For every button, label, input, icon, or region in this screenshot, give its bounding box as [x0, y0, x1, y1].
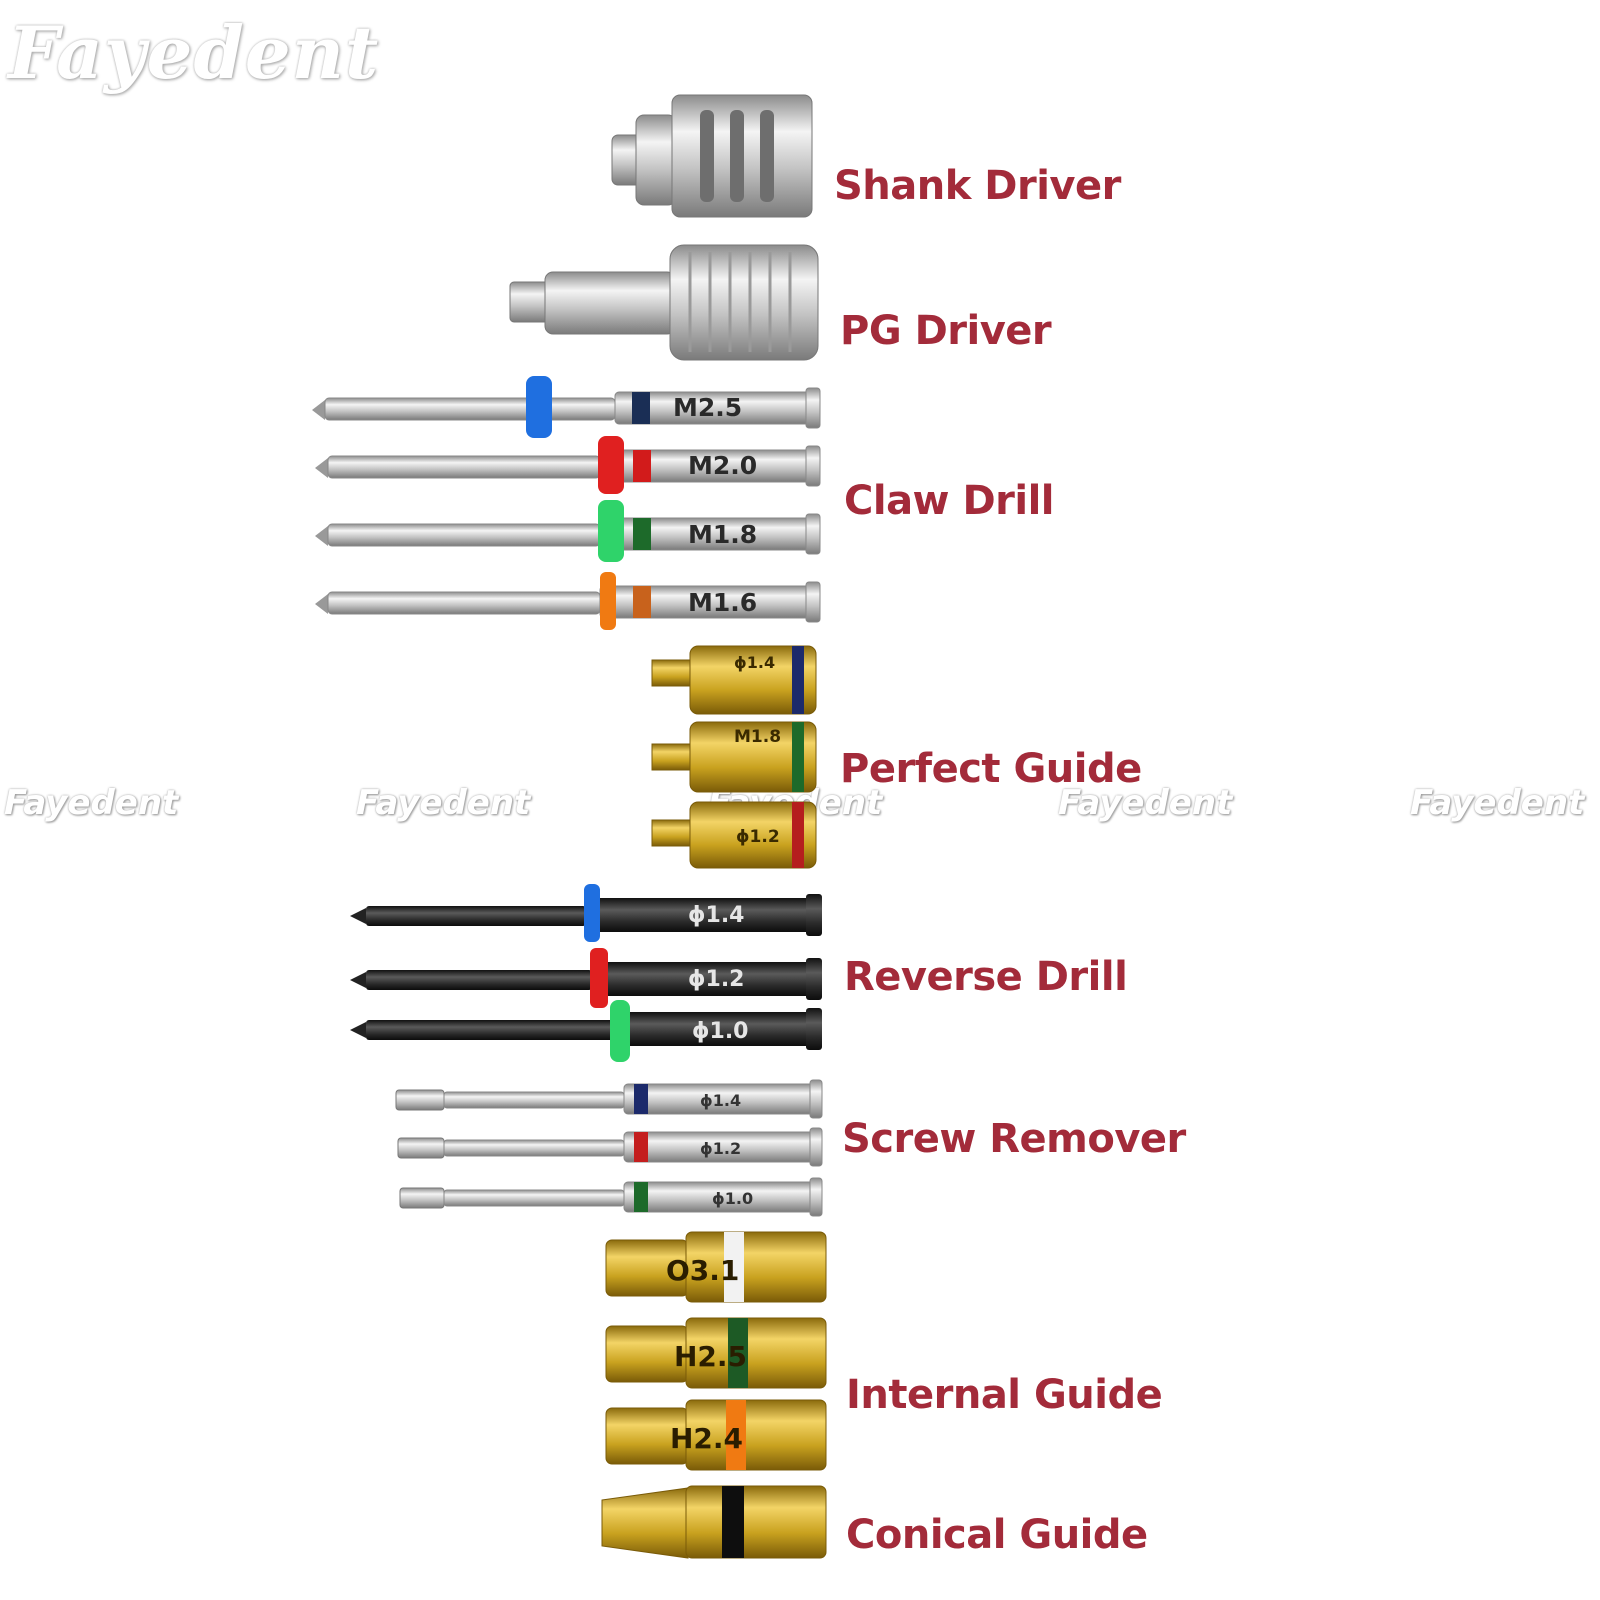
perfect-guide-mark-1: ϕ1.4 — [734, 653, 775, 672]
label-shank-driver: Shank Driver — [834, 163, 1121, 209]
label-screw-remover: Screw Remover — [842, 1116, 1186, 1162]
pg-driver — [509, 244, 819, 361]
screw-remover-1: ϕ1.4 — [395, 1079, 823, 1119]
claw-drill-size-1: M2.5 — [673, 393, 742, 422]
screw-remover-3: ϕ1.0 — [399, 1177, 823, 1217]
reverse-drill-1: ϕ1.4 — [350, 884, 822, 942]
perfect-guide-3: ϕ1.2 — [651, 801, 817, 869]
watermark-2: Fayedent — [356, 783, 531, 823]
label-reverse-drill: Reverse Drill — [844, 954, 1128, 1000]
claw-drill-size-2: M2.0 — [688, 451, 757, 480]
internal-guide-mark-3: H2.4 — [670, 1422, 743, 1455]
internal-guide-mark-1: O3.1 — [666, 1254, 739, 1287]
reverse-drill-size-3: ϕ1.0 — [692, 1019, 749, 1044]
perfect-guide-mark-3: ϕ1.2 — [736, 827, 780, 847]
claw-drill-size-4: M1.6 — [688, 588, 757, 617]
screw-remover-size-1: ϕ1.4 — [700, 1091, 741, 1110]
watermark-5: Fayedent — [1410, 783, 1585, 823]
shank-driver — [611, 94, 813, 218]
claw-drill-size-3: M1.8 — [688, 520, 757, 549]
conical-guide — [601, 1485, 827, 1559]
claw-drill-1: M2.5 — [312, 376, 821, 438]
screw-remover-size-3: ϕ1.0 — [712, 1189, 753, 1208]
perfect-guide-2: M1.8 — [651, 721, 817, 793]
perfect-guide-1: ϕ1.4 — [651, 645, 817, 715]
internal-guide-2: H2.5 — [605, 1317, 827, 1389]
internal-guide-3: H2.4 — [605, 1399, 827, 1471]
internal-guide-mark-2: H2.5 — [674, 1340, 747, 1373]
screw-remover-2: ϕ1.2 — [397, 1127, 823, 1167]
label-perfect-guide: Perfect Guide — [840, 746, 1142, 792]
label-internal-guide: Internal Guide — [846, 1372, 1163, 1418]
brand-watermark: Fayedent — [8, 10, 380, 95]
internal-guide-1: O3.1 — [605, 1231, 827, 1303]
claw-drill-3: M1.8 — [315, 500, 821, 562]
screw-remover-size-2: ϕ1.2 — [700, 1139, 741, 1158]
watermark-1: Fayedent — [4, 783, 179, 823]
label-claw-drill: Claw Drill — [844, 478, 1055, 524]
perfect-guide-mark-2: M1.8 — [734, 727, 781, 747]
reverse-drill-3: ϕ1.0 — [350, 1000, 822, 1062]
reverse-drill-size-1: ϕ1.4 — [688, 903, 745, 928]
claw-drill-4: M1.6 — [315, 572, 821, 630]
label-conical-guide: Conical Guide — [846, 1512, 1148, 1558]
label-pg-driver: PG Driver — [840, 308, 1052, 354]
watermark-4: Fayedent — [1058, 783, 1233, 823]
reverse-drill-2: ϕ1.2 — [350, 948, 822, 1008]
reverse-drill-size-2: ϕ1.2 — [688, 967, 745, 992]
claw-drill-2: M2.0 — [315, 436, 821, 494]
